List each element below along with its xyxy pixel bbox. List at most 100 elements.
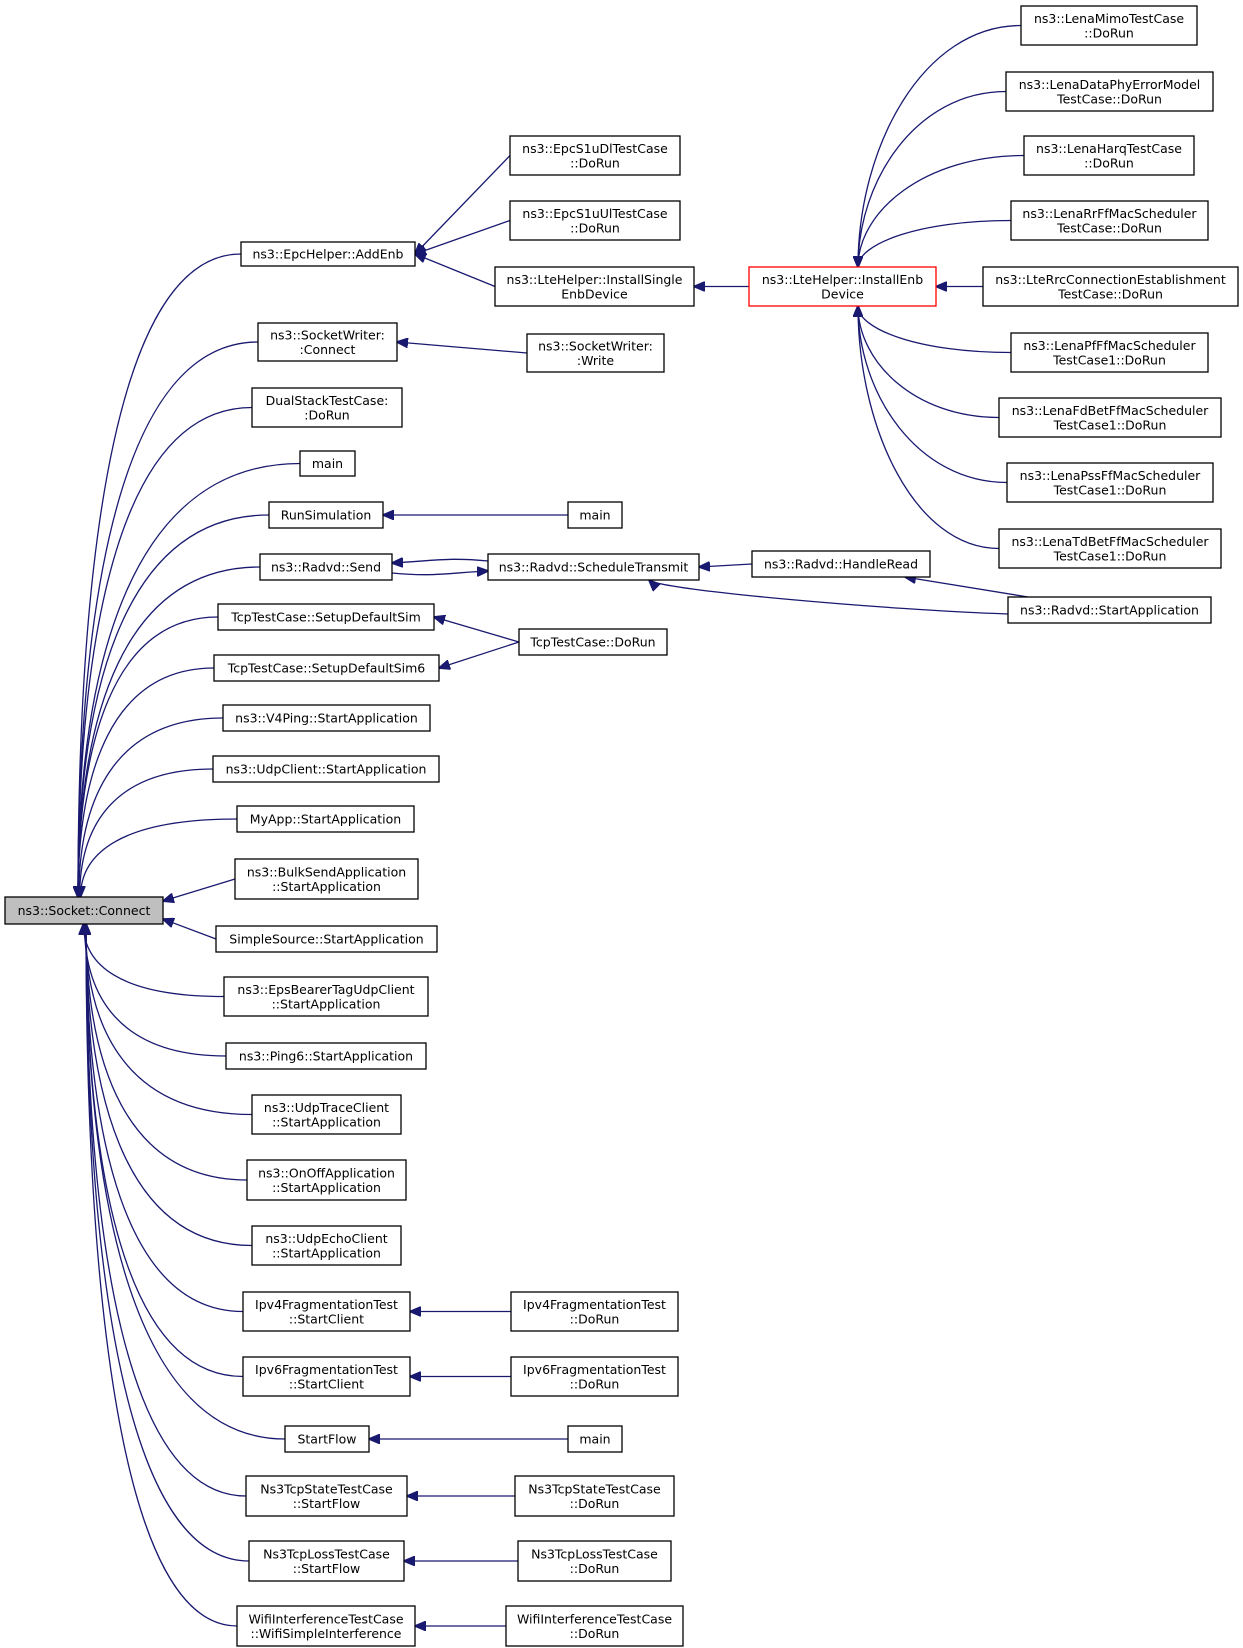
node-label-line: ns3::Radvd::Send (271, 560, 381, 575)
edge-tcp_dorun-to-tcp_setup6 (439, 641, 520, 668)
node-box (251, 387, 403, 428)
node-sw_write[interactable]: ns3::SocketWriter::Write (526, 333, 665, 373)
node-label-line: ns3::SocketWriter: (270, 327, 385, 342)
node-epc_addenb[interactable]: ns3::EpcHelper::AddEnb (240, 241, 416, 267)
node-label-line: TcpTestCase::DoRun (529, 635, 655, 650)
node-epcul[interactable]: ns3::EpcS1uUlTestCase::DoRun (509, 200, 681, 241)
node-tcp_setup6[interactable]: TcpTestCase::SetupDefaultSim6 (213, 654, 440, 682)
edge-epcdl-to-epc_addenb (415, 155, 511, 255)
edge-sw_write-to-sw_connect (397, 342, 528, 354)
node-label-line: ns3::EpcS1uDlTestCase (522, 141, 668, 156)
node-epcdl[interactable]: ns3::EpcS1uDlTestCase::DoRun (509, 135, 681, 176)
node-sw_connect[interactable]: ns3::SocketWriter::Connect (257, 322, 398, 362)
node-box (494, 266, 695, 307)
node-runsim[interactable]: RunSimulation (268, 501, 384, 529)
edge-tcp_dorun-to-tcp_setup (434, 617, 520, 643)
node-box (268, 501, 384, 529)
node-ipv4frag_dorun[interactable]: Ipv4FragmentationTest::DoRun (510, 1291, 679, 1332)
node-lenapss[interactable]: ns3::LenaPssFfMacSchedulerTestCase1::DoR… (1006, 462, 1214, 503)
node-v4ping[interactable]: ns3::V4Ping::StartApplication (222, 704, 431, 732)
node-radvd_send[interactable]: ns3::Radvd::Send (259, 553, 393, 581)
node-main3[interactable]: main (567, 1425, 623, 1453)
node-udptrace[interactable]: ns3::UdpTraceClient::StartApplication (251, 1094, 402, 1135)
node-label-line: ::StartApplication (272, 879, 381, 894)
node-label-line: TestCase1::DoRun (1053, 548, 1167, 563)
edge-simplesource-to-socket_connect (163, 919, 217, 940)
node-main2[interactable]: main (567, 501, 623, 529)
edge-tcp_setup6-to-socket_connect (78, 667, 215, 897)
node-box (284, 1425, 370, 1453)
node-ipv6frag_dorun[interactable]: Ipv6FragmentationTest::DoRun (510, 1356, 679, 1397)
node-box (248, 1540, 405, 1582)
node-label-line: TcpTestCase::SetupDefaultSim (230, 610, 421, 625)
node-udpclient[interactable]: ns3::UdpClient::StartApplication (212, 755, 440, 783)
node-myapp[interactable]: MyApp::StartApplication (236, 805, 415, 833)
node-label-line: ::DoRun (1084, 25, 1134, 40)
node-ns3tcploss[interactable]: Ns3TcpLossTestCase::StartFlow (248, 1540, 405, 1582)
node-lenafdbet[interactable]: ns3::LenaFdBetFfMacSchedulerTestCase1::D… (998, 397, 1222, 438)
node-ipv4frag[interactable]: Ipv4FragmentationTest::StartClient (242, 1291, 411, 1332)
node-box (212, 755, 440, 783)
node-ns3tcpstate_dorun[interactable]: Ns3TcpStateTestCase::DoRun (514, 1475, 675, 1517)
node-radvd_sched[interactable]: ns3::Radvd::ScheduleTransmit (487, 553, 700, 581)
edge-radvd_handleread-to-radvd_sched (699, 564, 753, 567)
node-tcp_dorun[interactable]: TcpTestCase::DoRun (518, 628, 668, 656)
node-box (567, 501, 623, 529)
node-label-line: ::DoRun (570, 1561, 620, 1576)
node-label-line: ::StartClient (289, 1311, 364, 1326)
node-ipv6frag[interactable]: Ipv6FragmentationTest::StartClient (242, 1356, 411, 1397)
node-label-line: Ns3TcpStateTestCase (528, 1481, 661, 1496)
node-startflow[interactable]: StartFlow (284, 1425, 370, 1453)
edge-bulksend-to-socket_connect (163, 878, 236, 901)
node-epsbearer[interactable]: ns3::EpsBearerTagUdpClient::StartApplica… (223, 976, 429, 1017)
edge-radvd_send-to-radvd_sched (391, 571, 488, 575)
node-lenatdbet[interactable]: ns3::LenaTdBetFfMacSchedulerTestCase1::D… (998, 528, 1222, 569)
node-lenadataphy[interactable]: ns3::LenaDataPhyErrorModelTestCase::DoRu… (1005, 71, 1214, 112)
node-ns3tcploss_dorun[interactable]: Ns3TcpLossTestCase::DoRun (517, 1540, 672, 1582)
node-label-line: ::DoRun (570, 155, 620, 170)
node-label-line: TestCase::DoRun (1057, 286, 1163, 301)
node-lenamimo[interactable]: ns3::LenaMimoTestCase::DoRun (1020, 5, 1198, 46)
node-bulksend[interactable]: ns3::BulkSendApplication::StartApplicati… (234, 858, 419, 900)
node-onoff[interactable]: ns3::OnOffApplication::StartApplication (246, 1159, 407, 1201)
edge-ns3tcploss-to-socket_connect (86, 924, 250, 1562)
node-box (236, 1605, 416, 1647)
node-radvd_handleread[interactable]: ns3::Radvd::HandleRead (751, 550, 931, 578)
node-label-line: TestCase1::DoRun (1052, 352, 1166, 367)
node-radvd_startapp[interactable]: ns3::Radvd::StartApplication (1007, 596, 1212, 624)
edge-lenamimo-to-lte_installenb (858, 24, 1022, 268)
node-label-line: WifiInterferenceTestCase (517, 1611, 672, 1626)
node-dualstack[interactable]: DualStackTestCase::DoRun (251, 387, 403, 428)
node-label-line: ns3::LenaFdBetFfMacScheduler (1012, 403, 1209, 418)
node-label-line: ns3::LteRrcConnectionEstablishment (995, 272, 1226, 287)
node-label-line: ns3::UdpEchoClient (265, 1231, 387, 1246)
node-label-line: ns3::OnOffApplication (258, 1165, 395, 1180)
node-label-line: ::DoRun (570, 1311, 620, 1326)
node-label-line: ns3::LenaTdBetFfMacScheduler (1011, 534, 1209, 549)
node-main1[interactable]: main (299, 450, 356, 477)
node-socket_connect[interactable]: ns3::Socket::Connect (4, 896, 164, 925)
node-box (246, 1159, 407, 1201)
node-label-line: ::StartClient (289, 1376, 364, 1391)
node-label-line: ns3::EpcS1uUlTestCase (522, 206, 667, 221)
edge-udpecho-to-socket_connect (86, 924, 253, 1247)
node-udpecho[interactable]: ns3::UdpEchoClient::StartApplication (251, 1225, 402, 1266)
node-label-line: ns3::EpsBearerTagUdpClient (237, 982, 414, 997)
edge-tcp_setup-to-socket_connect (78, 616, 219, 897)
node-lterrc[interactable]: ns3::LteRrcConnectionEstablishmentTestCa… (982, 266, 1239, 307)
node-label-line: WifiInterferenceTestCase (248, 1611, 403, 1626)
node-simplesource[interactable]: SimpleSource::StartApplication (215, 925, 438, 953)
edge-lte_installsingle-to-epc_addenb (415, 254, 496, 288)
node-wifiinterf_dorun[interactable]: WifiInterferenceTestCase::DoRun (505, 1605, 684, 1647)
node-label-line: ::StartApplication (272, 996, 381, 1011)
node-ping6[interactable]: ns3::Ping6::StartApplication (225, 1042, 427, 1070)
node-wifiinterf[interactable]: WifiInterferenceTestCase::WifiSimpleInte… (236, 1605, 416, 1647)
node-tcp_setup[interactable]: TcpTestCase::SetupDefaultSim (217, 603, 435, 631)
node-ns3tcpstate[interactable]: Ns3TcpStateTestCase::StartFlow (245, 1475, 408, 1517)
node-lenaharq[interactable]: ns3::LenaHarqTestCase::DoRun (1023, 135, 1195, 176)
node-box (251, 1225, 402, 1266)
node-lenapf[interactable]: ns3::LenaPfFfMacSchedulerTestCase1::DoRu… (1010, 332, 1209, 373)
